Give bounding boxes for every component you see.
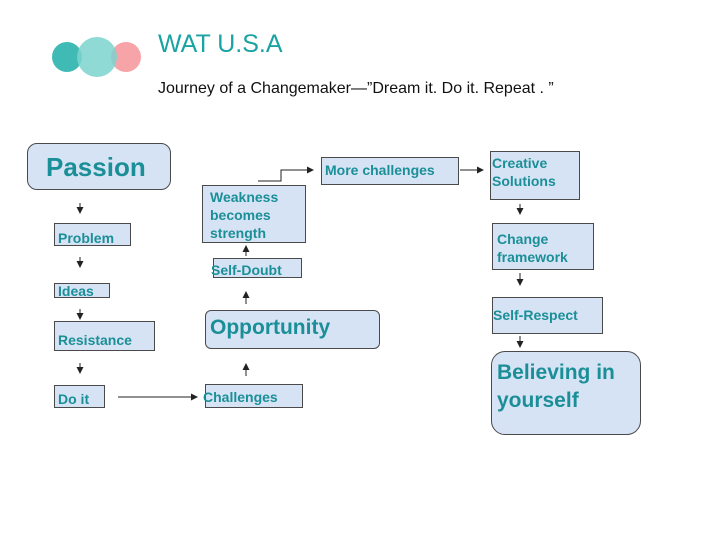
node-more-challenges: More challenges (321, 157, 459, 185)
node-change-line2: framework (497, 249, 568, 265)
arrow-weakness-more (258, 166, 314, 182)
node-creative-solutions: Creative Solutions (490, 151, 580, 200)
node-creative-line2: Solutions (492, 173, 556, 189)
node-opportunity-label: Opportunity (210, 316, 331, 339)
node-do-it-label: Do it (58, 391, 90, 407)
node-self-respect: Self-Respect (492, 297, 603, 334)
logo-circles-icon (52, 37, 141, 77)
node-self-respect-label: Self-Respect (493, 307, 578, 323)
node-weakness: Weakness becomes strength (202, 185, 306, 243)
node-change-line1: Change (497, 231, 549, 247)
node-passion: Passion (27, 143, 171, 190)
node-passion-label: Passion (46, 152, 146, 182)
node-do-it: Do it (54, 385, 105, 408)
node-challenges-label: Challenges (203, 389, 278, 405)
node-weakness-line1: Weakness (210, 189, 279, 205)
logo (50, 36, 146, 78)
page-title: WAT U.S.A (158, 30, 283, 58)
node-problem: Problem (54, 223, 131, 246)
node-believing-in-yourself: Believing in yourself (491, 351, 641, 435)
node-weakness-line2: becomes (210, 207, 271, 223)
node-resistance-label: Resistance (58, 332, 132, 348)
node-ideas-label: Ideas (58, 283, 94, 299)
node-challenges: Challenges (203, 384, 303, 408)
node-change-framework: Change framework (492, 223, 594, 270)
node-believing-line1: Believing in (497, 361, 615, 384)
node-problem-label: Problem (58, 230, 115, 246)
node-believing-line2: yourself (497, 389, 579, 412)
node-creative-line1: Creative (492, 155, 548, 171)
node-resistance: Resistance (54, 321, 155, 351)
node-ideas: Ideas (54, 283, 110, 299)
page-subtitle: Journey of a Changemaker—”Dream it. Do i… (158, 80, 554, 97)
node-self-doubt: Self-Doubt (211, 258, 302, 278)
node-more-challenges-label: More challenges (325, 162, 435, 178)
node-weakness-line3: strength (210, 225, 266, 241)
node-self-doubt-label: Self-Doubt (211, 262, 282, 278)
node-opportunity: Opportunity (205, 310, 380, 349)
